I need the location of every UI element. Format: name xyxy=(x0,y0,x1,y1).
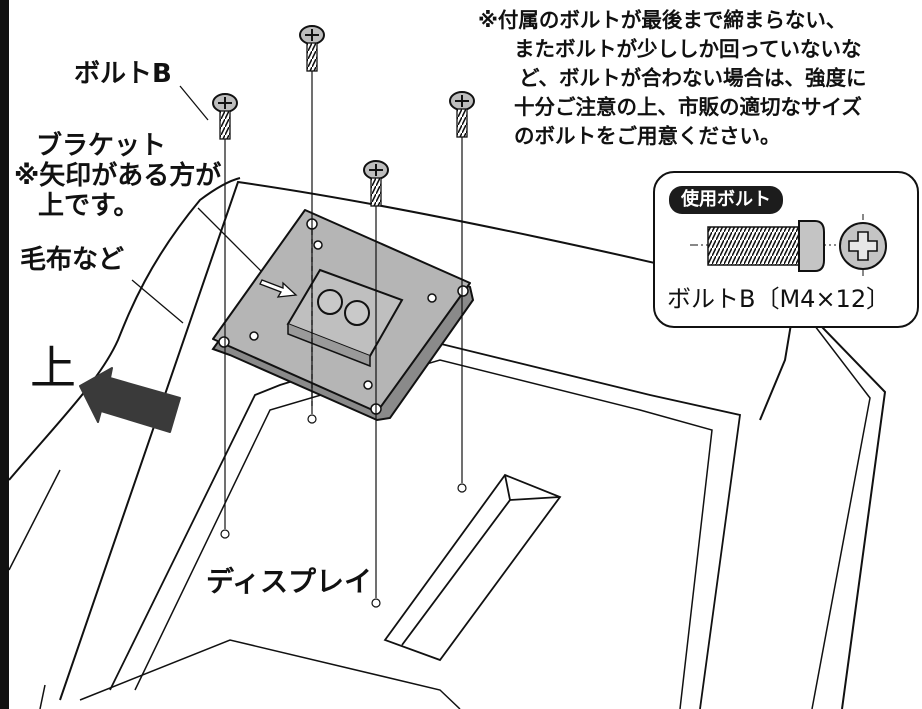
up-label: 上 xyxy=(30,341,76,395)
bracket-plate xyxy=(211,209,475,422)
display-label: ディスプレイ xyxy=(206,565,373,598)
bolt-target-holes xyxy=(220,414,467,608)
caution-line-1: ※付属のボルトが最後まで締まらない、 xyxy=(478,8,847,32)
bolt-side-view xyxy=(707,226,800,266)
display-slot xyxy=(383,473,562,662)
bolt-3 xyxy=(449,91,475,138)
blanket-lower-line xyxy=(8,469,61,571)
caution-note: ※付属のボルトが最後まで締まらない、 またボルトが少ししか回っていないな ど、ボ… xyxy=(478,6,866,151)
bolt-2 xyxy=(212,93,238,140)
bolt-used-badge: 使用ボルト xyxy=(669,186,783,214)
caution-line-5: のボルトをご用意ください。 xyxy=(514,124,781,148)
arrow-note-line-1: ※矢印がある方が xyxy=(14,161,222,191)
bolt-4 xyxy=(363,160,389,207)
display-inner-floor xyxy=(79,639,461,709)
caution-line-2: またボルトが少ししか回っていないな xyxy=(514,37,862,61)
bolt-leader xyxy=(179,85,209,121)
bracket-label: ブラケット xyxy=(36,131,167,161)
bolt-1 xyxy=(299,25,325,72)
bolt-spec-label: ボルトB〔M4×12〕 xyxy=(667,285,891,313)
left-border xyxy=(0,0,9,709)
arrow-note-line-2: 上です。 xyxy=(38,191,140,221)
display-rear-edge xyxy=(791,295,871,709)
display-inner-frame-2 xyxy=(134,359,713,709)
display-inner-floor-2 xyxy=(39,684,46,709)
caution-line-4: 十分ご注意の上、市販の適切なサイズ xyxy=(514,95,862,119)
bolt-head-view xyxy=(839,222,887,270)
blanket-leader xyxy=(131,279,184,324)
up-direction-arrow xyxy=(79,367,181,433)
caution-line-3: ど、ボルトが合わない場合は、強度に xyxy=(519,66,867,90)
blanket-label: 毛布など xyxy=(20,245,125,275)
blanket-line xyxy=(8,177,241,481)
bolt-b-label: ボルトB xyxy=(74,59,172,89)
